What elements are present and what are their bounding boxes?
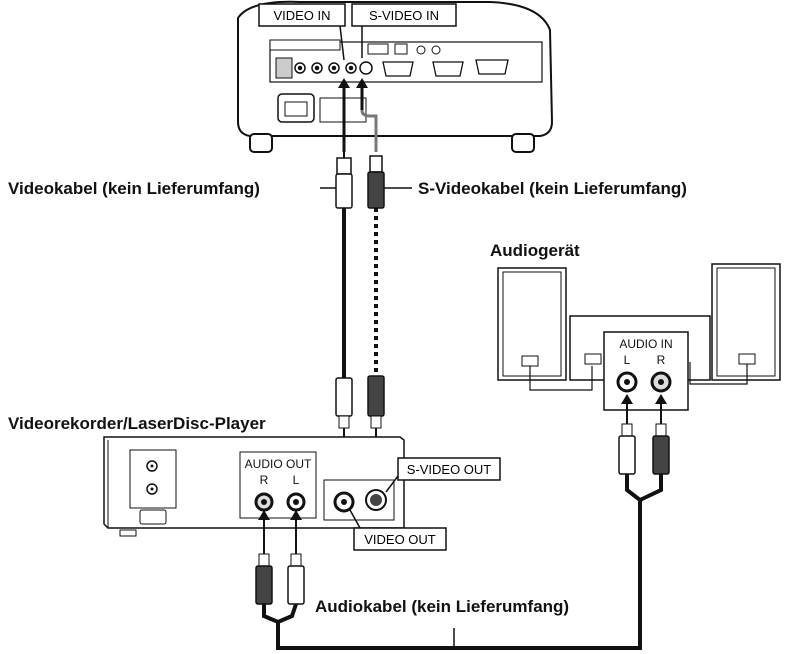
audio-device-plugs [618,423,670,640]
audio-out-r-label: R [260,473,269,487]
s-video-out-callout: S-VIDEO OUT [385,457,501,493]
video-in-callout: VIDEO IN [258,3,346,61]
s-video-out-label: S-VIDEO OUT [407,462,492,477]
video-out-callout: VIDEO OUT [349,509,447,551]
s-video-cable-label: S-Videokabel (kein Lieferumfang) [418,179,687,198]
s-video-in-label: S-VIDEO IN [369,8,439,23]
video-cable-label: Videokabel (kein Lieferumfang) [8,179,260,198]
vcr: AUDIO OUT R L [103,436,405,537]
video-in-label: VIDEO IN [273,8,330,23]
audio-cable-label: Audiokabel (kein Lieferumfang) [315,597,569,616]
audio-device: AUDIO IN L R [497,263,781,424]
audio-in-r-label: R [657,353,666,367]
audio-cable [255,510,642,650]
audio-out-l-label: L [293,473,300,487]
s-video-in-callout: S-VIDEO IN [351,3,457,58]
audio-in-label: AUDIO IN [619,337,672,351]
projector [237,0,554,153]
audio-in-l-label: L [624,353,631,367]
video-cable [320,78,353,498]
s-video-cable [356,78,412,484]
vcr-label: Videorekorder/LaserDisc-Player [8,414,266,433]
video-out-label: VIDEO OUT [364,532,436,547]
audio-out-label: AUDIO OUT [245,457,312,471]
audio-device-label: Audiogerät [490,241,580,260]
